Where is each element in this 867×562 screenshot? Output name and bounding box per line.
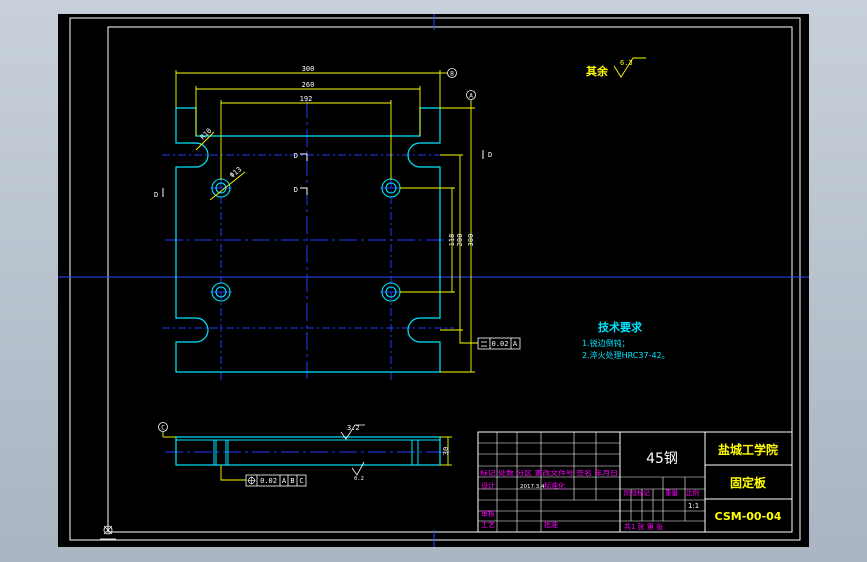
dim-text-200: 200 bbox=[456, 234, 464, 247]
tb-design-date: 2017.3.4 bbox=[520, 484, 545, 490]
tb-row-revision: 标记 处数 分区 更改文件号 签名 年月日 bbox=[480, 468, 618, 477]
pos-tol-value: 0.02 bbox=[260, 477, 277, 485]
roughness-symbol-bottom bbox=[351, 461, 365, 476]
section-markers bbox=[162, 150, 484, 197]
section-label-top: D bbox=[294, 152, 298, 160]
flatness-frame-box bbox=[477, 337, 521, 350]
flatness-datum: A bbox=[513, 340, 518, 348]
position-tolerance-frame: 0.02 A B C bbox=[245, 474, 307, 487]
side-tol-leader bbox=[220, 465, 246, 481]
tb-material: 45钢 bbox=[646, 451, 678, 467]
origin-x2 bbox=[103, 525, 113, 535]
roughness-symbol-top bbox=[340, 424, 365, 440]
hole-inner-4 bbox=[385, 286, 397, 298]
datum-a-label: A bbox=[469, 93, 473, 100]
sheet-outer-border bbox=[69, 17, 801, 541]
hole-inner-3 bbox=[215, 286, 227, 298]
tb-school: 盐城工学院 bbox=[718, 442, 778, 457]
tb-border bbox=[477, 431, 793, 533]
section-label-left: D bbox=[154, 191, 158, 199]
tb-sheet-count: 共1 张 第 张 bbox=[624, 522, 663, 531]
section-mark-top bbox=[300, 153, 308, 161]
tech-req-item-2: 2.淬火处理HRC37-42。 bbox=[582, 350, 670, 360]
side-outline bbox=[175, 436, 441, 466]
pos-frame-box bbox=[245, 474, 307, 487]
dim-text-192: 192 bbox=[300, 95, 313, 103]
dim-text-260: 260 bbox=[302, 81, 315, 89]
dim-text-30: 30 bbox=[442, 447, 450, 455]
side-dimensions bbox=[162, 432, 452, 481]
flatness-value: 0.02 bbox=[492, 340, 509, 348]
datum-c-circle bbox=[158, 422, 168, 432]
tb-designer-label: 设计 bbox=[481, 481, 495, 490]
r10-leader bbox=[195, 131, 215, 151]
datum-c-label: C bbox=[161, 425, 165, 432]
drawing-frame bbox=[107, 26, 793, 533]
title-block: 45钢 盐城工学院 固定板 CSM-00-04 标记 处数 分区 更改文件号 签… bbox=[477, 431, 793, 533]
dim-text-300v: 300 bbox=[467, 234, 475, 247]
tb-process-label: 工艺 bbox=[481, 521, 495, 529]
side-view: 30 C 3.2 0.2 0.02 A B C bbox=[158, 422, 452, 487]
pos-tol-datum-b: B bbox=[290, 477, 294, 485]
datum-b-label: B bbox=[450, 71, 454, 78]
plate-outline bbox=[175, 107, 441, 373]
dim-text-118: 118 bbox=[448, 234, 456, 247]
dim-text-300: 300 bbox=[302, 65, 315, 73]
tb-review-label: 审核 bbox=[481, 509, 495, 518]
roughness-top-value: 3.2 bbox=[347, 424, 360, 432]
tb-approve-label: 批准 bbox=[544, 520, 558, 529]
hole-inner-1 bbox=[215, 182, 227, 194]
pos-tol-datum-c: C bbox=[299, 477, 303, 485]
tech-req-item-1: 1.锐边倒钝； bbox=[582, 338, 630, 348]
roughness-note: 其余 bbox=[586, 64, 609, 78]
section-label-mid: D bbox=[294, 186, 298, 194]
tb-left-grid bbox=[478, 432, 620, 532]
origin-circle bbox=[103, 525, 113, 535]
tb-mid-grid bbox=[620, 476, 705, 522]
top-view: 300 260 192 118 200 300 R10 Φ13 B A 0.02… bbox=[154, 65, 521, 380]
tech-req-title: 技术要求 bbox=[598, 320, 643, 334]
flatness-leader bbox=[459, 330, 478, 344]
datum-b-circle bbox=[447, 68, 457, 78]
hole-outer-3 bbox=[211, 282, 231, 302]
tb-standardize-label: 标准化 bbox=[544, 481, 565, 490]
ucs-origin-marker bbox=[100, 525, 116, 540]
tb-stage-label: 阶段标记 bbox=[624, 488, 651, 497]
roughness-note-symbol bbox=[613, 57, 646, 78]
roughness-note-value: 6.3 bbox=[620, 59, 633, 67]
section-label-right: D bbox=[488, 151, 492, 159]
tb-drawing-no: CSM-00-04 bbox=[715, 510, 782, 523]
hole-inner-2 bbox=[385, 182, 397, 194]
top-dimensions bbox=[175, 70, 478, 373]
roughness-bottom-value: 0.2 bbox=[354, 476, 364, 482]
datum-a-circle bbox=[466, 90, 476, 100]
tb-part-name: 固定板 bbox=[730, 475, 767, 490]
pos-tol-datum-a: A bbox=[282, 477, 287, 485]
tb-weight-label: 重量 bbox=[665, 489, 679, 497]
drawing-background bbox=[58, 14, 809, 547]
tb-scale-value: 1:1 bbox=[688, 502, 699, 510]
tb-scale-label: 比例 bbox=[686, 488, 699, 497]
section-mark-mid bbox=[300, 187, 308, 195]
flatness-tolerance-frame: 0.02 A bbox=[477, 337, 521, 350]
phi13-leader bbox=[209, 171, 246, 201]
